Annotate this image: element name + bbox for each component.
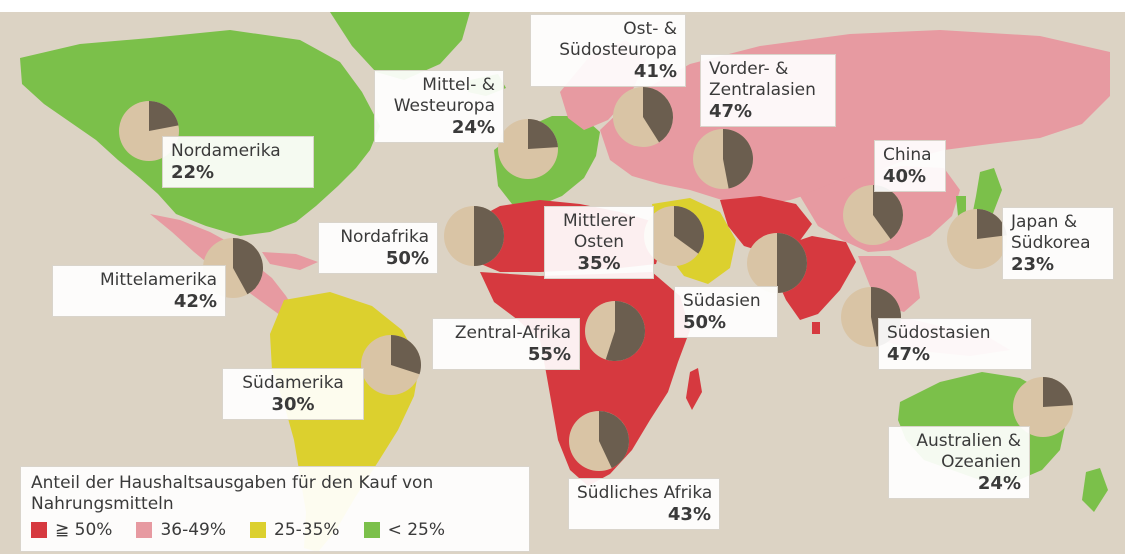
region-percent: 47%: [887, 344, 931, 365]
land-korea: [956, 196, 966, 216]
region-percent: 41%: [633, 61, 677, 82]
region-percent: 50%: [385, 248, 429, 269]
region-name: Mittel- & Westeuropa: [393, 75, 495, 116]
label-ost-suedosteuropa: Ost- & Südosteuropa 41%: [530, 14, 686, 87]
legend-item-low: < 25%: [363, 520, 445, 540]
label-china: China 40%: [874, 140, 946, 192]
region-name: Nordafrika: [340, 227, 429, 247]
legend-item-high: ≧ 50%: [31, 520, 112, 540]
land-southeast-asia: [858, 256, 920, 312]
pie-vorder-zentralasien: [693, 129, 754, 189]
land-sri-lanka: [812, 322, 820, 334]
pie-food-share: [674, 206, 704, 254]
label-suedliches-afrika: Südliches Afrika 43%: [568, 478, 720, 530]
pie-food-share: [599, 411, 629, 469]
land-madagascar: [686, 368, 702, 410]
region-percent: 55%: [527, 344, 571, 365]
land-caribbean: [262, 252, 318, 270]
label-zentral-afrika: Zentral-Afrika 55%: [432, 318, 580, 370]
pie-food-share: [977, 209, 1007, 239]
pie-food-share: [474, 206, 504, 266]
pie-food-share: [149, 101, 179, 131]
label-nordamerika: Nordamerika 22%: [162, 136, 314, 188]
region-name: Südostasien: [887, 323, 991, 343]
region-percent: 43%: [667, 504, 711, 525]
region-name: Mittlerer Osten: [563, 211, 635, 252]
region-name: China: [883, 145, 932, 165]
legend-label-mid: 25-35%: [274, 520, 340, 540]
label-suedostasien: Südostasien 47%: [878, 318, 1032, 370]
pie-suedasien: [747, 233, 807, 293]
legend-swatch-midhigh: [136, 522, 153, 538]
region-name: Südamerika: [242, 373, 344, 393]
legend-label-midhigh: 36-49%: [160, 520, 226, 540]
label-mittelamerika: Mittelamerika 42%: [52, 265, 226, 317]
region-name: Ost- & Südosteuropa: [559, 19, 677, 60]
region-percent: 24%: [977, 473, 1021, 494]
region-name: Mittelamerika: [99, 270, 217, 290]
pie-food-share: [643, 87, 673, 143]
pie-australien-ozeanien: [1013, 377, 1073, 437]
region-percent: 50%: [683, 312, 727, 333]
label-suedamerika: Südamerika 30%: [222, 368, 364, 420]
pie-food-share: [391, 335, 421, 375]
region-name: Nordamerika: [171, 141, 281, 161]
region-name: Südliches Afrika: [577, 483, 713, 503]
region-percent: 40%: [883, 166, 927, 187]
region-percent: 23%: [1011, 254, 1055, 275]
pie-food-share: [528, 119, 558, 149]
label-mittel-westeuropa: Mittel- & Westeuropa 24%: [374, 70, 504, 143]
top-frame-strip: [0, 0, 1125, 12]
legend-items: ≧ 50% 36-49% 25-35% < 25%: [31, 520, 519, 540]
region-name: Zentral-Afrika: [454, 323, 571, 343]
region-percent: 22%: [171, 162, 215, 183]
legend-swatch-high: [31, 522, 47, 538]
legend-item-mid: 25-35%: [250, 520, 340, 540]
label-australien-ozeanien: Australien & Ozeanien 24%: [888, 426, 1030, 499]
map-legend: Anteil der Haushaltsausgaben für den Kau…: [20, 466, 530, 552]
region-percent: 42%: [173, 291, 217, 312]
region-name: Japan & Südkorea: [1011, 212, 1091, 253]
pie-mittlerer-osten: [644, 206, 704, 266]
label-nordafrika: Nordafrika 50%: [318, 222, 438, 274]
pie-zentral-afrika: [585, 301, 646, 361]
region-percent: 24%: [451, 117, 495, 138]
pie-mittel-westeuropa: [498, 119, 558, 179]
legend-title: Anteil der Haushaltsausgaben für den Kau…: [31, 473, 434, 514]
pie-food-share: [233, 238, 263, 295]
region-percent: 30%: [271, 394, 315, 415]
pie-suedamerika: [361, 335, 421, 395]
pie-food-share: [1043, 377, 1073, 407]
pie-china: [843, 185, 903, 245]
pie-suedliches-afrika: [569, 411, 629, 471]
label-mittlerer-osten: Mittlerer Osten 35%: [544, 206, 654, 279]
label-suedasien: Südasien 50%: [674, 286, 778, 338]
pie-food-share: [873, 185, 903, 240]
legend-label-low: < 25%: [387, 520, 445, 540]
region-name: Australien & Ozeanien: [916, 431, 1021, 472]
pie-food-share: [777, 233, 807, 293]
land-new-zealand: [1082, 468, 1108, 512]
label-japan-suedkorea: Japan & Südkorea 23%: [1002, 207, 1114, 280]
region-name: Südasien: [683, 291, 761, 311]
pie-ost-suedosteuropa: [613, 87, 673, 147]
pie-nordafrika: [444, 206, 504, 266]
pie-food-share: [723, 129, 754, 189]
region-name: Vorder- & Zentralasien: [709, 59, 816, 100]
region-percent: 47%: [709, 101, 753, 122]
land-greenland: [330, 12, 470, 80]
region-percent: 35%: [577, 253, 621, 274]
pie-japan-suedkorea: [947, 209, 1007, 269]
label-vorder-zentralasien: Vorder- & Zentralasien 47%: [700, 54, 836, 127]
pie-food-share: [605, 301, 646, 361]
legend-item-midhigh: 36-49%: [136, 520, 226, 540]
legend-label-high: ≧ 50%: [55, 520, 113, 540]
legend-swatch-low: [363, 522, 380, 538]
legend-swatch-mid: [250, 522, 266, 538]
